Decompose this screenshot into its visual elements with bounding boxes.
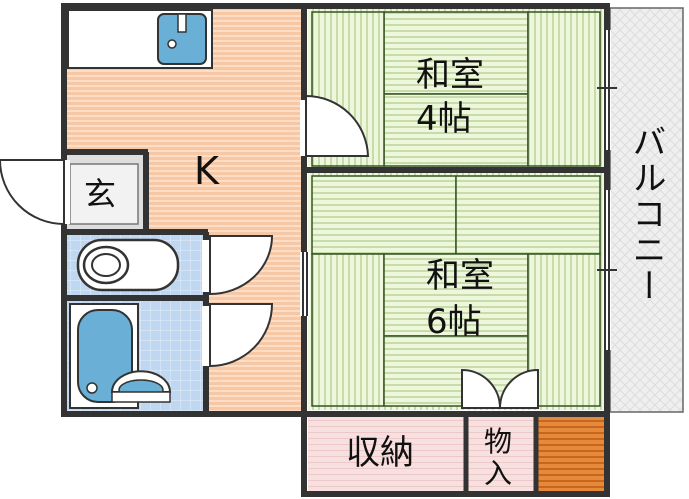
kitchen-label: K — [194, 149, 219, 193]
monoire-storage — [468, 416, 534, 492]
monoire-label-bottom: 入 — [484, 457, 513, 490]
washitsu-large-size: 6帖 — [426, 302, 482, 342]
washitsu-small-room — [308, 8, 604, 170]
shuno-label: 収納 — [346, 433, 414, 473]
shuno-storage — [308, 416, 464, 492]
monoire-label-top: 物 — [484, 425, 513, 458]
toilet-fixture — [76, 238, 180, 292]
wood-deck — [538, 416, 604, 492]
washitsu-large-name: 和室 — [426, 256, 494, 296]
balcony-label: バルコニー — [626, 124, 666, 304]
balcony-area — [609, 7, 684, 413]
washitsu-small-name: 和室 — [416, 55, 484, 95]
wash-basin — [110, 370, 172, 403]
sliding-doors — [302, 30, 617, 413]
washitsu-large-room — [308, 172, 604, 410]
swing-doors — [0, 94, 539, 409]
kitchen-sink — [67, 9, 213, 69]
washitsu-small-size: 4帖 — [416, 99, 472, 139]
genkan-label: 玄 — [84, 175, 117, 213]
